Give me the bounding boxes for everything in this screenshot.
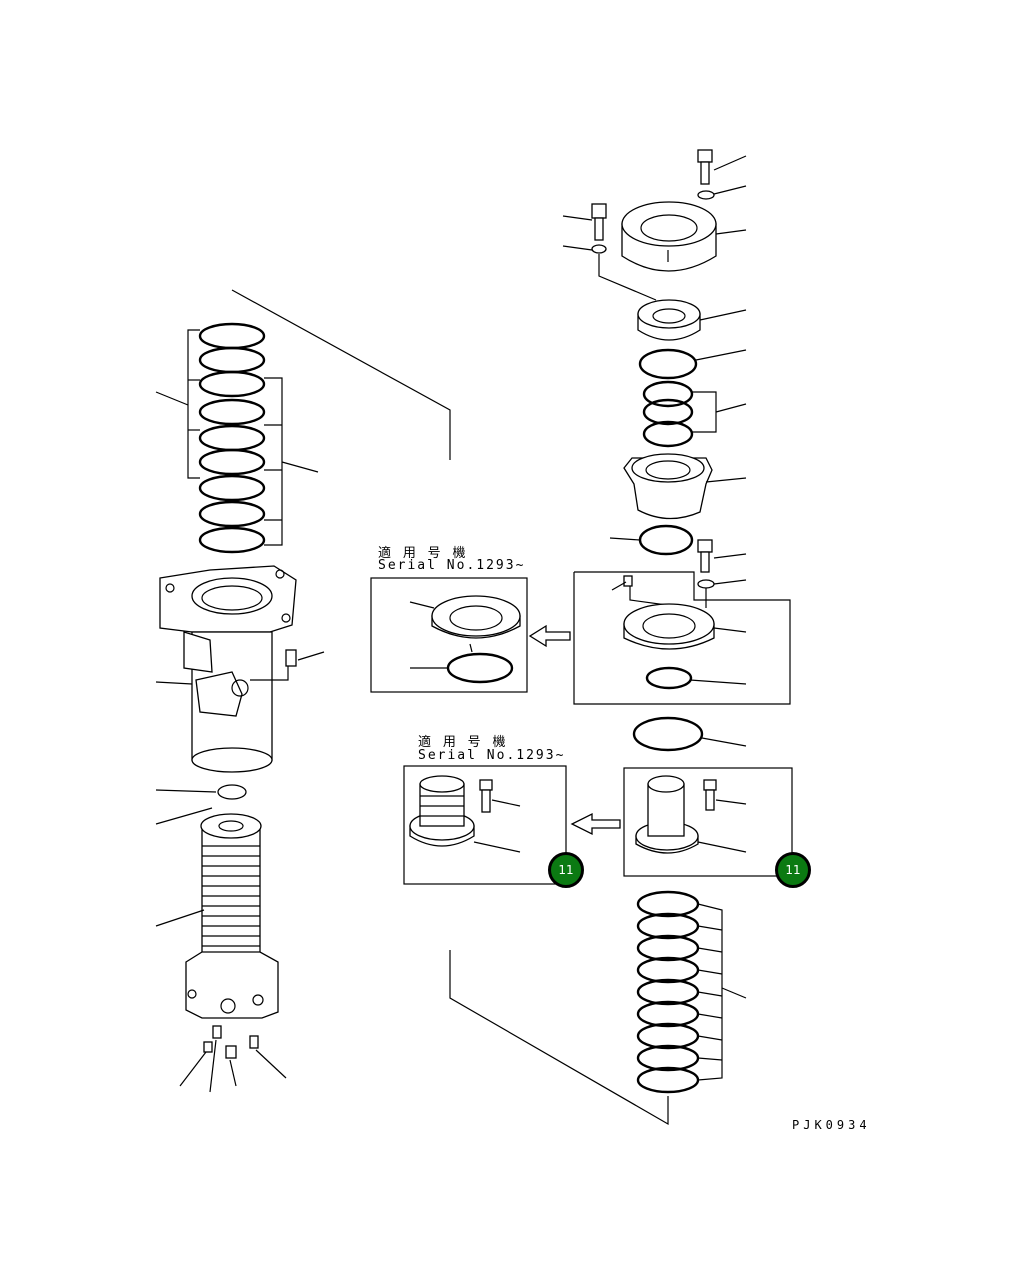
flange-box-frame (573, 571, 791, 705)
serial-note-upper-line1: 適 用 号 機 (378, 546, 468, 561)
large-o-ring (632, 716, 747, 752)
serial-variant-box-lower (403, 765, 567, 885)
cover (621, 201, 747, 272)
flange-with-nipple (611, 575, 747, 690)
callout-badge-left[interactable]: 11 (548, 852, 584, 888)
arrow-left-lower (570, 812, 621, 836)
drawing-code: PJK0934 (792, 1118, 871, 1132)
swivel-joint-body (155, 565, 325, 773)
serial-note-lower-line2: Serial No.1293~ (418, 748, 566, 763)
serial-note-upper-line2: Serial No.1293~ (378, 558, 526, 573)
upper-leader-line (231, 289, 451, 460)
rotor-shaft (155, 784, 287, 1093)
lower-leader-line (449, 950, 669, 1126)
upper-housing (609, 453, 747, 589)
right-seal-ring-stack (636, 890, 747, 1094)
serial-variant-sleeve (409, 775, 521, 853)
arrow-left-upper (528, 624, 571, 648)
sleeve-part (635, 775, 747, 854)
callout-badge-right[interactable]: 11 (775, 852, 811, 888)
serial-variant-box-upper (370, 577, 528, 693)
sleeve-box-frame (623, 767, 793, 877)
retainer-and-rings (598, 254, 747, 448)
top-bolts-and-washers (562, 149, 747, 254)
serial-note-lower-line1: 適 用 号 機 (418, 735, 508, 750)
serial-variant-flange (409, 595, 521, 684)
left-seal-ring-stack (155, 322, 319, 554)
